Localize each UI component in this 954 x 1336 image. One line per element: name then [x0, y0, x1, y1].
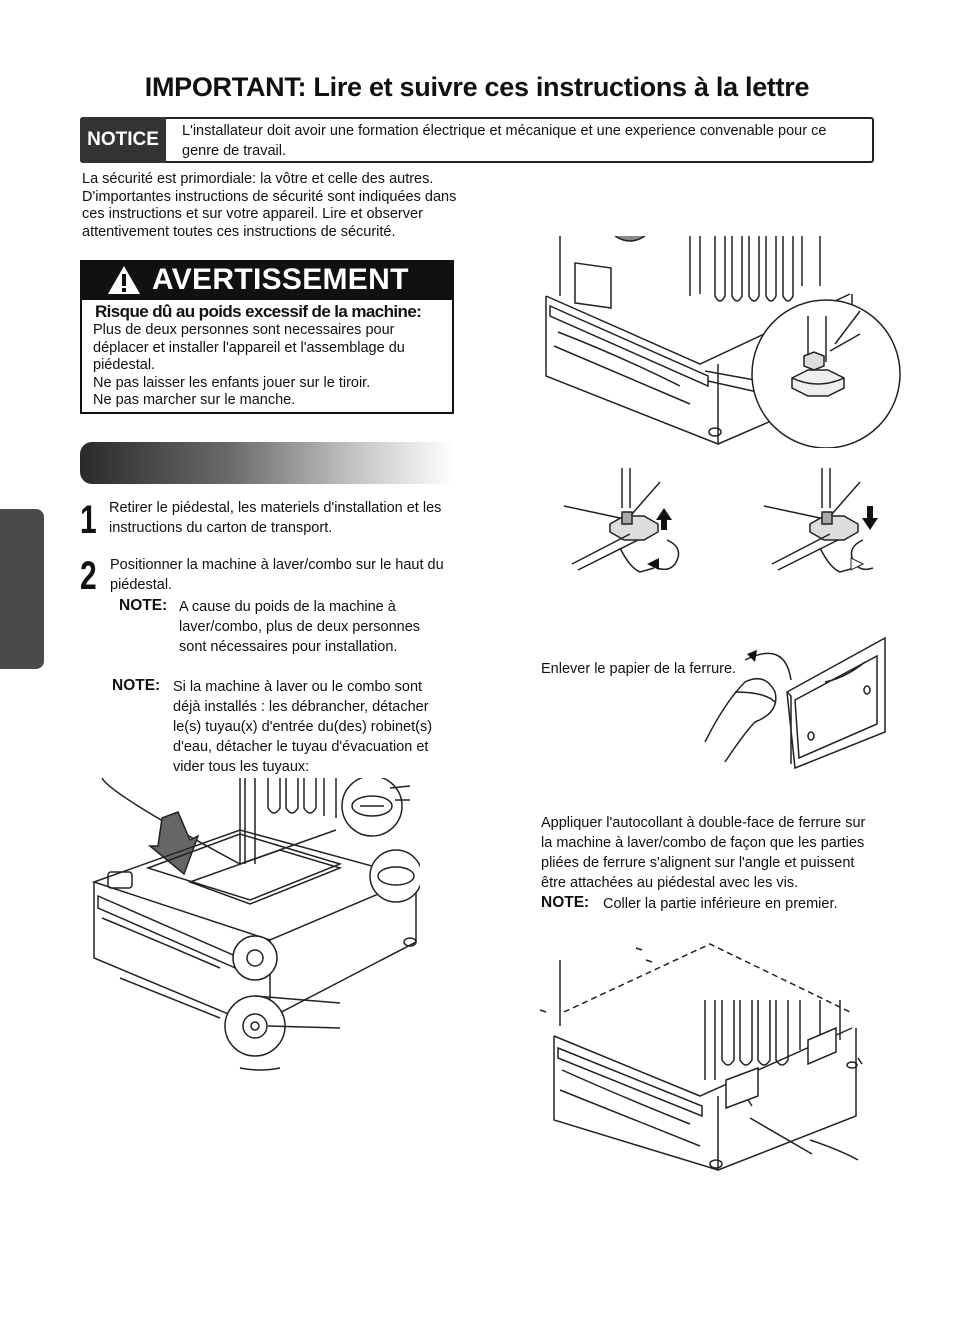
warning-header: AVERTISSEMENT [80, 260, 454, 300]
notice-badge: NOTICE [80, 117, 166, 163]
note-text: Coller la partie inférieure en premier. [603, 896, 838, 912]
warning-line: piédestal. [93, 357, 156, 373]
paper-caption: Enlever le papier de la ferrure. [541, 661, 737, 677]
warning-text: Plus de deux personnes sont necessaires … [93, 322, 448, 410]
step-text: Positionner la machine à laver/combo sur… [110, 557, 444, 593]
step-text: Retirer le piédestal, les materiels d'in… [109, 500, 442, 536]
warning-line: déplacer et installer l'appareil et l'as… [93, 339, 405, 356]
arrow-down-icon [862, 506, 878, 530]
warning-title: AVERTISSEMENT [152, 263, 409, 296]
note-text: A cause du poids de la machine à laver/c… [179, 599, 421, 655]
warning-line: Ne pas marcher sur le manche. [93, 392, 296, 408]
section-header-bar [80, 442, 454, 484]
note-text: Si la machine à laver ou le combo sont d… [173, 679, 433, 775]
page-title: IMPORTANT: Lire et suivre ces instructio… [144, 72, 810, 102]
notice-text: L'installateur doit avoir une formation … [182, 123, 827, 159]
warning-line: Ne pas laisser les enfants jouer sur le … [93, 374, 371, 391]
foot-adjust-illustration [563, 468, 878, 573]
sticker-text: Appliquer l'autocollant à double-face de… [541, 815, 866, 891]
safety-intro: La sécurité est primordiale: la vôtre et… [82, 171, 457, 240]
warning-line: Plus de deux personnes sont necessaires … [93, 322, 395, 338]
side-tab [0, 509, 44, 669]
warning-triangle-icon [108, 266, 140, 294]
place-washer-illustration [91, 778, 420, 1071]
peel-paper-illustration [704, 636, 886, 770]
pedestal-leveling-illustration [545, 236, 901, 448]
note-label: NOTE: [119, 597, 168, 614]
rotate-icon [647, 558, 659, 570]
note-label: NOTE: [112, 677, 161, 694]
step-number: 1 [80, 498, 97, 542]
note-label: NOTE: [541, 894, 590, 911]
step-number: 2 [80, 554, 97, 598]
warning-subtitle: Risque dû au poids excessif de la machin… [95, 302, 422, 321]
rotate-icon [850, 557, 865, 571]
attach-bracket-illustration [540, 943, 863, 1172]
arrow-up-icon [656, 508, 672, 530]
